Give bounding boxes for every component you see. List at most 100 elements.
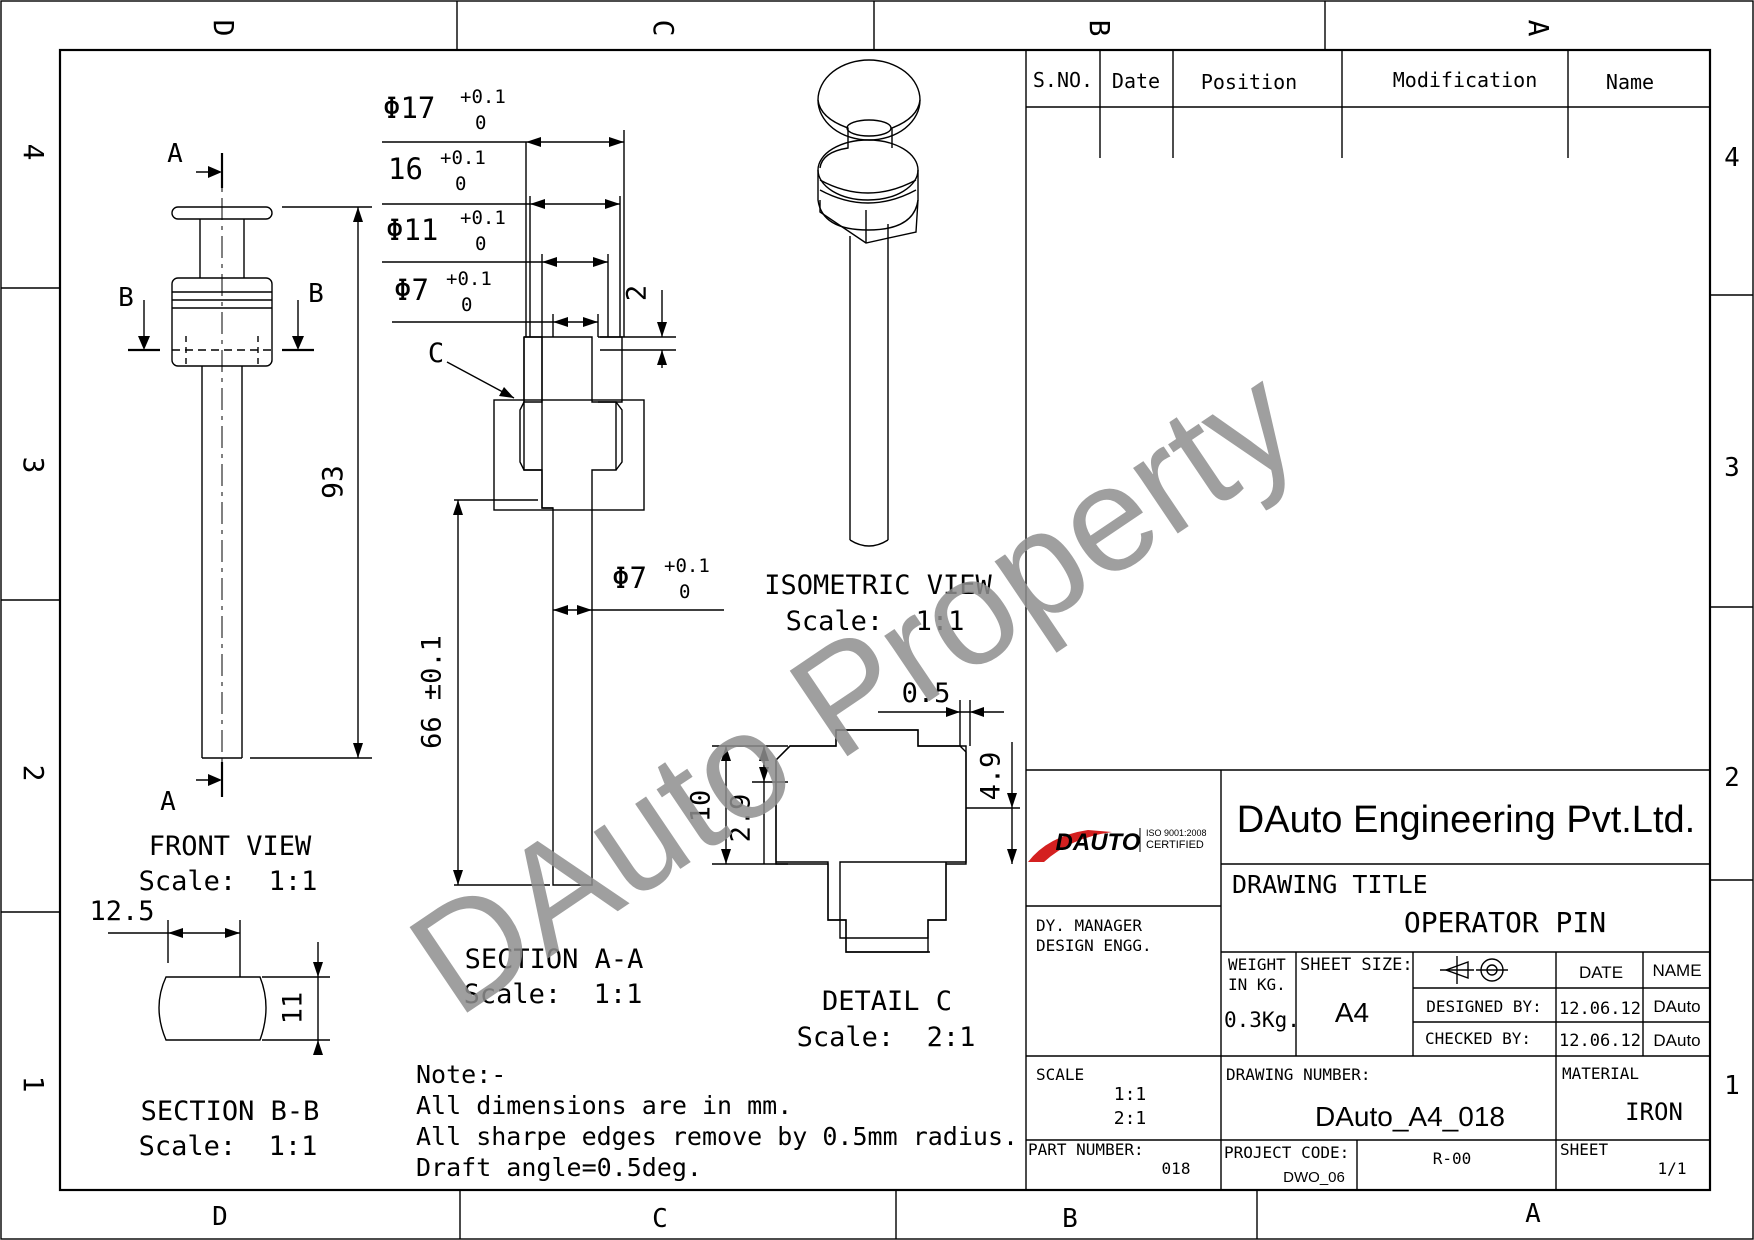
section-bb-dim-12-5: 12.5 — [89, 896, 154, 927]
sec-aa-tol-d17-lower: 0 — [475, 112, 486, 134]
sec-aa-tol-d7s-lower: 0 — [679, 581, 690, 603]
date-column-label: DATE — [1579, 963, 1623, 982]
weight-value: 0.3Kg. — [1224, 1008, 1300, 1032]
detail-c-drawing — [712, 700, 1020, 953]
revision-table — [1025, 50, 1710, 1190]
notes-line-1: All dimensions are in mm. — [416, 1091, 792, 1120]
zone-bottom-a: A — [1525, 1199, 1541, 1229]
section-bb-dim-11: 11 — [278, 992, 309, 1025]
zone-left-1: 1 — [17, 1076, 50, 1093]
zone-left-2: 2 — [17, 765, 50, 782]
sec-aa-tol-d11-lower: 0 — [475, 233, 486, 255]
sheet-value: 1/1 — [1658, 1159, 1687, 1178]
material-label: MATERIAL — [1562, 1064, 1639, 1083]
zone-top-a: A — [1522, 20, 1555, 37]
rev-header-position: Position — [1201, 70, 1297, 94]
logo-iso-line2: CERTIFIED — [1146, 839, 1204, 851]
project-code-value: DWO_06 — [1283, 1169, 1345, 1186]
checked-by-date: 12.06.12 — [1559, 1031, 1641, 1051]
sec-aa-dim-66: 66 ±0.1 — [417, 635, 448, 749]
zone-right-1: 1 — [1724, 1071, 1740, 1101]
sec-aa-tol-d11-upper: +0.1 — [460, 207, 506, 229]
rev-header-sno: S.NO. — [1033, 68, 1093, 92]
logo-wordmark: DAUTO — [1056, 829, 1141, 856]
sec-aa-dim-d17: Φ17 — [383, 91, 435, 125]
zone-top-b: B — [1083, 20, 1116, 37]
company-logo: DAUTO ISO 9001:2008 CERTIFIED — [1028, 828, 1207, 862]
material-value: IRON — [1625, 1098, 1683, 1126]
section-aa-drawing — [382, 130, 724, 886]
scale-value-1: 1:1 — [1114, 1084, 1147, 1105]
notes-line-2: All sharpe edges remove by 0.5mm radius. — [416, 1122, 1018, 1151]
zone-bottom-d: D — [212, 1202, 228, 1232]
section-bb-drawing — [108, 920, 330, 1055]
checked-by-label: CHECKED BY: — [1425, 1029, 1531, 1048]
detail-c-dim-2-9: 2.9 — [726, 794, 757, 843]
sheet-size-value: A4 — [1335, 997, 1369, 1028]
front-view-scale: Scale: 1:1 — [139, 866, 318, 897]
front-view-title: FRONT VIEW — [149, 831, 312, 862]
rev-header-modification: Modification — [1393, 68, 1538, 92]
drawing-title-label: DRAWING TITLE — [1232, 870, 1428, 899]
section-aa-title: SECTION A-A — [465, 944, 644, 975]
weight-label-2: IN KG. — [1228, 975, 1286, 994]
zone-right-3: 3 — [1724, 453, 1740, 483]
section-bb-scale: Scale: 1:1 — [139, 1131, 318, 1162]
sec-aa-dim-2: 2 — [622, 285, 653, 301]
drawing-number: DAuto_A4_018 — [1315, 1101, 1505, 1132]
detail-c-dim-0-5: 0.5 — [902, 678, 951, 709]
sec-aa-dim-d11: Φ11 — [386, 213, 438, 247]
revision-value: R-00 — [1433, 1149, 1472, 1168]
designed-by-label: DESIGNED BY: — [1426, 997, 1542, 1016]
rev-header-date: Date — [1112, 69, 1160, 93]
sec-aa-tol-16-upper: +0.1 — [440, 147, 486, 169]
zone-top-c: C — [647, 20, 680, 37]
sec-aa-dim-d7-shaft: Φ7 — [612, 561, 647, 595]
drawing-title: OPERATOR PIN — [1404, 906, 1606, 939]
front-marker-b-left: B — [118, 283, 134, 313]
sec-aa-tol-d7s-upper: +0.1 — [664, 555, 710, 577]
part-number-label: PART NUMBER: — [1028, 1140, 1144, 1159]
scale-label: SCALE — [1036, 1065, 1084, 1084]
isometric-view-title: ISOMETRIC VIEW — [764, 570, 992, 601]
zone-right-2: 2 — [1724, 763, 1740, 793]
designed-by-date: 12.06.12 — [1559, 999, 1641, 1019]
sec-aa-dim-16: 16 — [388, 152, 423, 186]
notes-line-3: Draft angle=0.5deg. — [416, 1153, 702, 1182]
front-view-drawing — [128, 153, 372, 797]
scale-value-2: 2:1 — [1114, 1108, 1147, 1129]
watermark: DAuto Property — [381, 333, 1325, 1046]
detail-c-dim-10: 10 — [686, 790, 717, 823]
section-bb-title: SECTION B-B — [141, 1096, 320, 1127]
sec-aa-tol-d7-upper: +0.1 — [446, 268, 492, 290]
detail-c-scale: Scale: 2:1 — [797, 1022, 976, 1053]
sec-aa-tol-d17-upper: +0.1 — [460, 86, 506, 108]
detail-c-dim-4-9: 4.9 — [976, 752, 1007, 801]
zone-left-4: 4 — [17, 144, 50, 161]
role-design-engg: DESIGN ENGG. — [1036, 936, 1152, 955]
role-dy-manager: DY. MANAGER — [1036, 916, 1142, 935]
sec-aa-tol-16-lower: 0 — [455, 173, 466, 195]
detail-c-title: DETAIL C — [822, 986, 952, 1017]
front-marker-a-top: A — [167, 139, 183, 169]
isometric-view-drawing — [817, 59, 921, 547]
notes-heading: Note:- — [416, 1060, 506, 1089]
designed-by-name: DAuto — [1653, 997, 1700, 1016]
rev-header-name: Name — [1606, 70, 1654, 94]
part-number-value: 018 — [1162, 1159, 1191, 1178]
zone-bottom-b: B — [1062, 1204, 1078, 1234]
sheet-label: SHEET — [1560, 1140, 1609, 1159]
name-column-label: NAME — [1652, 961, 1701, 980]
sec-aa-tol-d7-lower: 0 — [461, 294, 472, 316]
front-marker-b-right: B — [308, 279, 324, 309]
project-code-label: PROJECT CODE: — [1224, 1143, 1349, 1162]
zone-top-d: D — [207, 20, 240, 37]
sec-aa-dim-d7: Φ7 — [394, 273, 429, 307]
zone-bottom-c: C — [652, 1204, 668, 1234]
company-name: DAuto Engineering Pvt.Ltd. — [1237, 799, 1695, 841]
isometric-view-scale: Scale: 1:1 — [786, 606, 965, 637]
zone-left-3: 3 — [17, 457, 50, 474]
logo-iso-line1: ISO 9001:2008 — [1146, 828, 1207, 838]
section-aa-scale: Scale: 1:1 — [464, 979, 643, 1010]
